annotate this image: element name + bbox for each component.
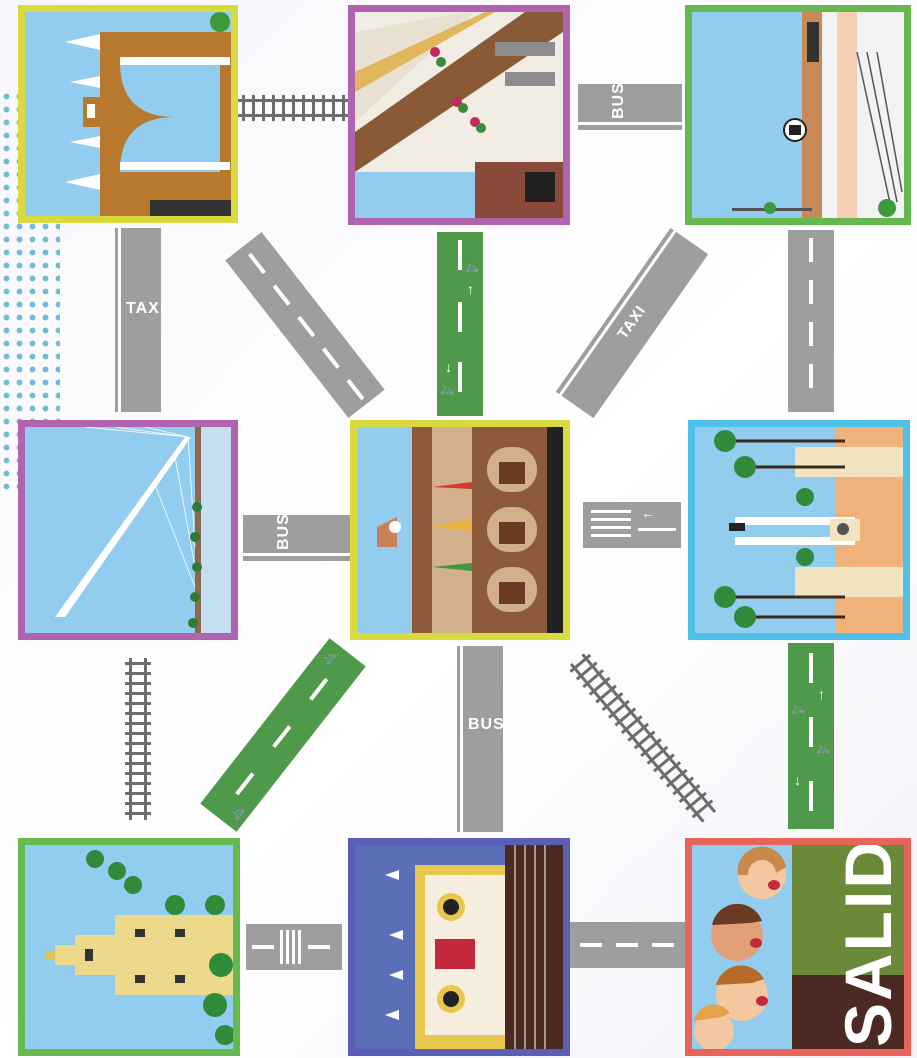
railway-connector-4-7[interactable] <box>125 658 151 820</box>
arrow-left-icon: ← <box>641 506 655 520</box>
salida-exit-label: SALIDA <box>830 838 906 1047</box>
arrow-down-icon: ↓ <box>794 773 801 787</box>
railway-connector-1-2[interactable] <box>238 95 350 121</box>
bike-icon: 🚲 <box>815 741 831 754</box>
tile-torre-tower-gate[interactable] <box>18 5 238 223</box>
railway-connector-5-9[interactable] <box>567 651 719 826</box>
crosswalk-road-5-6[interactable]: ← <box>583 502 681 548</box>
bus-label: BUS <box>275 513 293 550</box>
bus-road-5-8[interactable]: BUS <box>457 646 503 832</box>
tile-palace-facade[interactable] <box>348 838 570 1056</box>
arrow-up-icon: ↑ <box>467 282 474 296</box>
bike-lane-2-5[interactable]: 🚲 ↑ ↓ 🚲 <box>437 232 483 416</box>
bus-road-2-3[interactable]: BUS <box>578 84 682 130</box>
bike-lane-5-7[interactable]: 🚲 🚲 <box>200 638 366 832</box>
taxi-road-1-4[interactable]: TAXI <box>115 228 161 412</box>
tile-salida-family[interactable]: SALIDA <box>685 838 911 1056</box>
bike-lane-6-9[interactable]: 🚲 ↑ 🚲 ↓ <box>788 643 834 829</box>
bike-icon: 🚲 <box>318 647 338 668</box>
bike-icon: 🚲 <box>790 701 806 714</box>
tile-narrow-street[interactable] <box>348 5 570 225</box>
bus-label: BUS <box>610 82 628 119</box>
tile-torre-del-oro[interactable] <box>18 838 240 1056</box>
bike-icon: 🚲 <box>464 260 480 273</box>
bus-road-4-5[interactable]: BUS <box>243 515 351 561</box>
tile-town-hall[interactable] <box>350 420 570 640</box>
bike-icon: 🚲 <box>439 382 455 395</box>
tile-park-monument[interactable] <box>688 420 910 640</box>
bike-icon: 🚲 <box>227 802 247 823</box>
dashed-road-3-6[interactable] <box>788 230 834 412</box>
arrow-up-icon: ↑ <box>818 687 825 701</box>
tile-bridge[interactable] <box>18 420 238 640</box>
taxi-label: TAXI <box>126 300 165 318</box>
bus-label: BUS <box>468 716 505 734</box>
dashed-road-1-5[interactable] <box>225 232 384 418</box>
tile-station-building[interactable] <box>685 5 911 225</box>
taxi-road-3-5[interactable]: TAXI <box>556 228 708 418</box>
dashed-road-8-9[interactable] <box>570 922 686 968</box>
crosswalk-road-7-8[interactable] <box>246 924 342 970</box>
arrow-down-icon: ↓ <box>445 360 452 374</box>
